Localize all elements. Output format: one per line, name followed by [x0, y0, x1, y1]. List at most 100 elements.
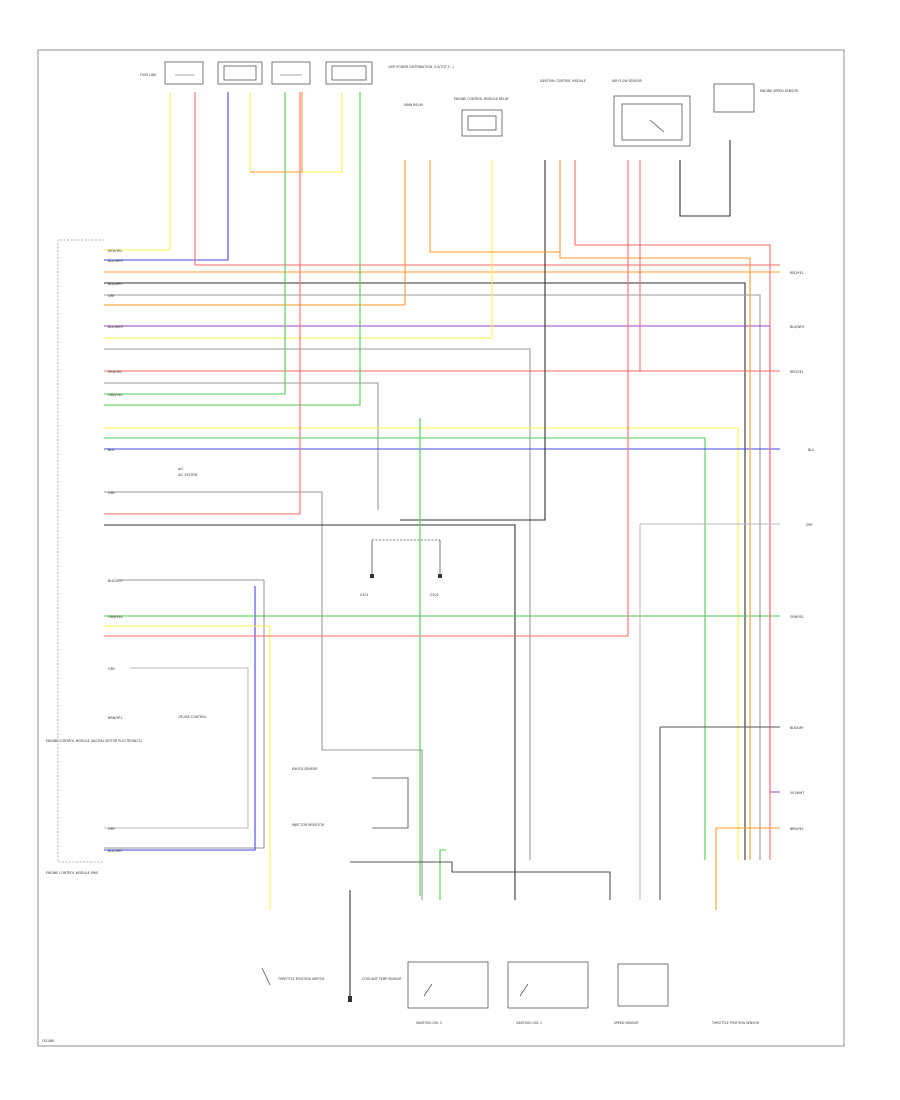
injector-resistor-label: INJECTOR RESISTOR — [292, 823, 325, 827]
throttle-switch-component: THROTTLE POSITION SWITCH — [261, 967, 325, 986]
speed-sensor-box: SPEED SENSOR — [614, 963, 669, 1025]
pin-label-13: BRN/YEL — [108, 716, 123, 720]
ac-system-label: A/C SYSTEM — [178, 473, 197, 477]
ecm-relay-label: ENGINE CONTROL MODULE RELAY — [454, 97, 509, 101]
wire-label-brn-yel: BRN/YEL — [790, 827, 804, 831]
wire-gray-10 — [372, 777, 409, 829]
fuse-link-2 — [217, 61, 263, 85]
pin-label-6: RED/YEL — [108, 370, 122, 374]
wire-label-blu-wht: BLU/WHT — [790, 325, 805, 329]
ignition-control-module: IGNITION CONTROL MODULE — [540, 79, 586, 83]
grounds-middle: G101 G102 — [360, 539, 442, 597]
pin-label-14: GRY — [108, 827, 116, 831]
wire-label-gry: GRY — [806, 523, 812, 527]
pin-label-7: GRN/YEL — [108, 393, 123, 397]
wire-green-2 — [104, 92, 361, 406]
pin-label-2: BLU/WHT — [108, 259, 125, 263]
wire-gray-5 — [104, 579, 265, 849]
wire-blue-3 — [104, 586, 256, 851]
ground-g101: G101 — [360, 593, 369, 597]
wire-green-1 — [104, 92, 286, 395]
knock-sensor-label: KNOCK SENSOR — [292, 767, 318, 771]
main-relay-label: MAIN RELAY — [404, 103, 423, 107]
wire-yellow-5 — [249, 92, 343, 173]
wire-red-top — [194, 92, 780, 266]
speed-sensor-label: SPEED SENSOR — [614, 1021, 639, 1025]
wire-yellow-4 — [104, 625, 271, 910]
throttle-switch-label: THROTTLE POSITION SWITCH — [277, 977, 325, 981]
wire-orange-4 — [250, 92, 303, 173]
wire-green-3 — [104, 437, 706, 860]
wire-label-blk-gry: BLK/GRY — [790, 726, 804, 730]
wire-orange-2 — [104, 160, 406, 306]
wire-label-grn-yel: GRN/YEL — [790, 615, 804, 619]
pin-label-10: BLK/GRY — [108, 579, 123, 583]
pin-label-4: GRY — [108, 294, 116, 298]
wire-gray-7 — [659, 726, 780, 900]
cruise-label: CRUISE CONTROL — [178, 715, 207, 719]
radio-module-label: IGNITION CONTROL MODULE — [540, 79, 586, 83]
wire-gray-2 — [104, 348, 531, 860]
header-top-label: (SEE POWER DISTRIBUTION, S-4/TOT S...) — [388, 65, 454, 69]
fuse-link-3 — [271, 61, 311, 85]
pin-label-9: GRY — [108, 491, 116, 495]
wire-violet-1 — [104, 325, 780, 793]
pin-label-3: BLK/GRY — [108, 282, 123, 286]
ecm-pin-list: RED/YEL BLU/WHT BLK/GRY GRY BLU/WHT RED/… — [108, 249, 125, 853]
ignition-coil-2-box: IGNITION COIL 2 — [407, 961, 489, 1025]
ignition-coil-1-box: IGNITION COIL 1 — [507, 961, 589, 1025]
coolant-label: COOLANT TEMP SENSOR — [362, 977, 402, 981]
pin-label-5: BLU/WHT — [108, 325, 125, 329]
ecm-label: ENGINE CONTROL MODULE (DIGITAL MOTOR ELE… — [46, 739, 142, 743]
wire-black-2 — [104, 524, 516, 900]
pin-label-1: RED/YEL — [108, 249, 122, 253]
ecm-bracket — [57, 239, 104, 863]
ac-label: A/C — [178, 467, 184, 471]
wire-gray-3 — [104, 382, 379, 510]
wire-yellow-1 — [104, 92, 171, 251]
pin-label-11: GRN/YEL — [108, 615, 123, 619]
ign-coil-1-label: IGNITION COIL 1 — [516, 1021, 542, 1025]
fuse-link-label: FUSE LINK — [140, 73, 157, 77]
main-relay-component: MAIN RELAY — [404, 103, 423, 107]
diagram-frame — [37, 49, 845, 1047]
pin-label-15: BLK/GRY — [108, 849, 123, 853]
fuse-link-1 — [164, 61, 204, 85]
throttle-sensor-component: THROTTLE POSITION SENSOR — [711, 1021, 760, 1025]
coolant-sensor-component: COOLANT TEMP SENSOR — [348, 977, 402, 1002]
wire-green-5 — [439, 849, 446, 900]
fuse-link-4 — [325, 61, 373, 85]
footer-code: F01486 — [42, 1039, 54, 1043]
wire-label-red-yel: RED/YEL — [790, 271, 804, 275]
ecm-relay-component: ENGINE CONTROL MODULE RELAY — [454, 97, 509, 137]
wire-red-4 — [104, 160, 629, 637]
wire-label-blu: BLU — [808, 448, 815, 452]
wire-gray-4 — [104, 491, 423, 900]
right-wire-labels: RED/YEL BLU/WHT RED/YEL BLU GRY GRN/YEL … — [790, 271, 815, 831]
wire-black-1 — [104, 282, 746, 860]
engine-speed-sensor-box: ENGINE SPEED SENSOR — [713, 83, 799, 113]
wire-gray-1 — [104, 294, 761, 860]
air-flow-label: AIR FLOW SENSOR — [612, 79, 642, 83]
right-box-label: ENGINE SPEED SENSOR — [760, 89, 799, 93]
ac-notes: A/C A/C SYSTEM CRUISE CONTROL — [178, 467, 207, 719]
wire-orange-3 — [559, 160, 751, 860]
wire-orange-6 — [715, 827, 780, 910]
wire-label-vio-wht: VIO/WHT — [790, 791, 804, 795]
ign-coil-2-label: IGNITION COIL 2 — [416, 1021, 442, 1025]
wire-black-6 — [350, 861, 611, 900]
pin-label-8: BLU — [108, 448, 115, 452]
wire-blue-1 — [104, 92, 229, 261]
wire-red-3 — [104, 92, 301, 515]
wire-label-red-yel-2: RED/YEL — [790, 370, 804, 374]
wire-red-5 — [574, 160, 771, 860]
wire-yellow-3 — [104, 427, 739, 860]
wire-group — [104, 92, 780, 1000]
ground-g102: G102 — [430, 593, 439, 597]
wire-black-4 — [679, 140, 731, 217]
wire-yellow-2 — [104, 160, 493, 339]
air-flow-sensor-box: AIR FLOW SENSOR — [612, 79, 691, 147]
pin-label-12: GRY — [108, 667, 116, 671]
wire-gray-6 — [104, 667, 249, 829]
